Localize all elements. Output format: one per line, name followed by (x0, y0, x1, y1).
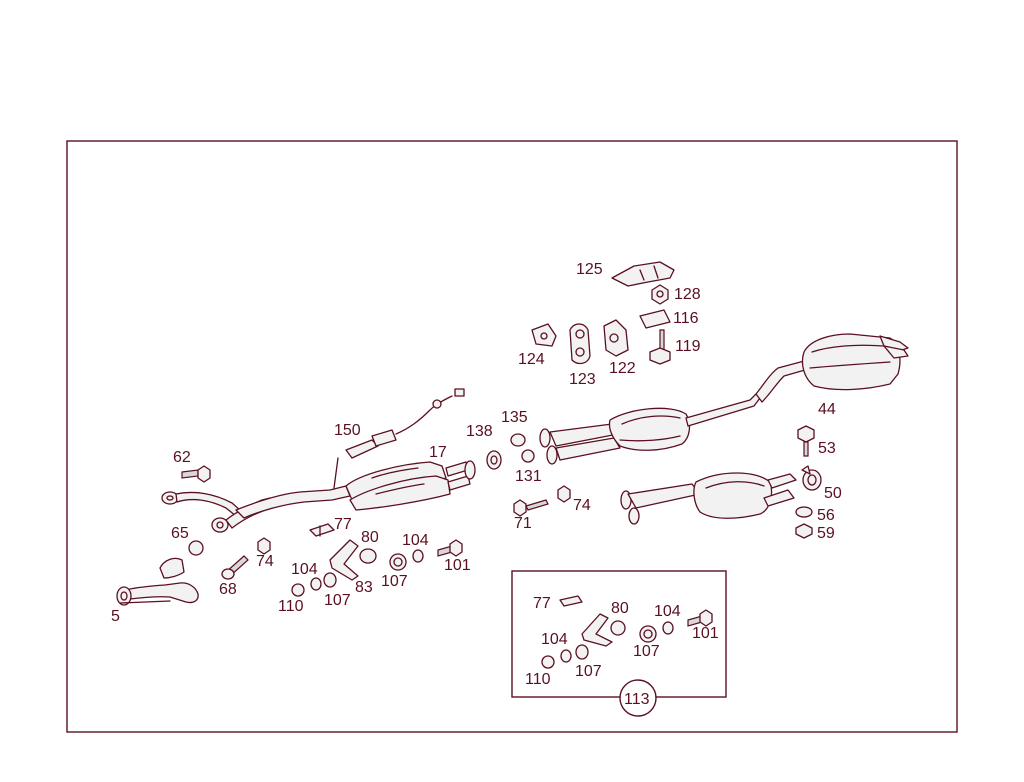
detail-circle-113 (619, 679, 657, 717)
label-107-left: 107 (324, 592, 351, 609)
rubber-mount-124[interactable] (531, 323, 557, 347)
rubber-107-b[interactable] (323, 572, 337, 588)
nut-65[interactable] (188, 540, 204, 556)
label-17: 17 (429, 444, 447, 461)
catalyst-y-pipe-17[interactable] (161, 460, 476, 533)
detail-box-113 (511, 570, 727, 717)
label-138: 138 (466, 423, 493, 440)
detail-washer-104-b[interactable] (560, 649, 572, 663)
label-104-top: 104 (402, 532, 429, 549)
detail-rubber-107[interactable] (639, 625, 657, 643)
center-pipe-catalyst[interactable] (539, 359, 813, 465)
bolt-62[interactable] (181, 465, 211, 483)
clip-116[interactable] (639, 309, 671, 329)
detail-label-101: 101 (692, 625, 719, 642)
detail-label-107-left[interactable]: 110 (525, 671, 551, 688)
detail-label-104-top: 104 (654, 603, 681, 620)
label-65: 65 (171, 525, 189, 542)
label-83: 83 (355, 579, 373, 596)
bracket-83[interactable] (329, 539, 359, 581)
label-77: 77 (334, 516, 352, 533)
nut-59[interactable] (795, 523, 813, 539)
alternate-catalyst-assembly[interactable] (620, 472, 797, 525)
detail-label-80: 80 (611, 600, 629, 617)
washer-104-b[interactable] (310, 577, 322, 591)
clamp-50[interactable] (801, 465, 822, 491)
detail-bolt-110[interactable] (541, 655, 555, 669)
label-107-right: 107 (381, 573, 408, 590)
clamp-131[interactable] (521, 449, 535, 463)
label-123: 123 (569, 371, 596, 388)
gasket-138[interactable] (486, 450, 502, 470)
washer-104[interactable] (412, 549, 424, 563)
bolt-53[interactable] (797, 425, 815, 457)
label-68: 68 (219, 581, 237, 598)
detail-bolt-101[interactable] (687, 609, 713, 627)
bracket-77[interactable] (309, 523, 335, 537)
detail-rubber-107-b[interactable] (575, 644, 589, 660)
label-44: 44 (818, 401, 836, 418)
nut-74-right[interactable] (557, 485, 571, 503)
label-74-right: 74 (573, 497, 591, 514)
label-53: 53 (818, 440, 836, 457)
rear-muffler-44[interactable] (801, 333, 909, 391)
detail-bracket[interactable] (581, 613, 613, 647)
label-124: 124 (518, 351, 545, 368)
bolt-68[interactable] (221, 555, 249, 580)
label-80: 80 (361, 529, 379, 546)
clamp-135[interactable] (510, 433, 526, 447)
hanger-bracket-125[interactable] (611, 261, 675, 287)
washer-56[interactable] (795, 506, 813, 518)
diagram-frame (66, 140, 958, 733)
label-131: 131 (515, 468, 542, 485)
label-150: 150 (334, 422, 361, 439)
detail-label-77: 77 (533, 595, 551, 612)
label-122: 122 (609, 360, 636, 377)
label-5: 5 (111, 608, 120, 625)
label-104-left: 104 (291, 561, 318, 578)
front-pipe-5[interactable] (116, 557, 199, 606)
label-71: 71 (514, 515, 532, 532)
label-110: 110 (278, 598, 304, 615)
oxygen-sensor-150[interactable] (333, 388, 465, 489)
detail-washer-104[interactable] (662, 621, 674, 635)
label-101: 101 (444, 557, 471, 574)
label-125: 125 (576, 261, 603, 278)
bolt-101[interactable] (437, 539, 463, 557)
bolt-119[interactable] (649, 329, 671, 365)
label-59: 59 (817, 525, 835, 542)
label-116: 116 (673, 310, 699, 327)
detail-bushing-80[interactable] (610, 620, 626, 636)
rubber-mount-122[interactable] (603, 319, 629, 357)
detail-bracket-77[interactable] (559, 595, 583, 607)
label-119: 119 (675, 338, 701, 355)
label-74-left: 74 (256, 553, 274, 570)
rubber-hanger-123[interactable] (569, 323, 591, 365)
label-135: 135 (501, 409, 528, 426)
nut-74-left[interactable] (257, 537, 271, 555)
label-50: 50 (824, 485, 842, 502)
bolt-110[interactable] (291, 583, 305, 597)
label-56: 56 (817, 507, 835, 524)
bushing-80[interactable] (359, 548, 377, 564)
bolt-71[interactable] (513, 499, 549, 517)
detail-label-107-mid: 107 (575, 663, 602, 680)
label-128: 128 (674, 286, 701, 303)
rubber-107[interactable] (389, 553, 407, 571)
detail-label-104-left: 104 (541, 631, 568, 648)
label-62: 62 (173, 449, 191, 466)
nut-128[interactable] (651, 284, 669, 305)
detail-label-113: 113 (624, 691, 650, 708)
detail-label-107-right: 107 (633, 643, 660, 660)
